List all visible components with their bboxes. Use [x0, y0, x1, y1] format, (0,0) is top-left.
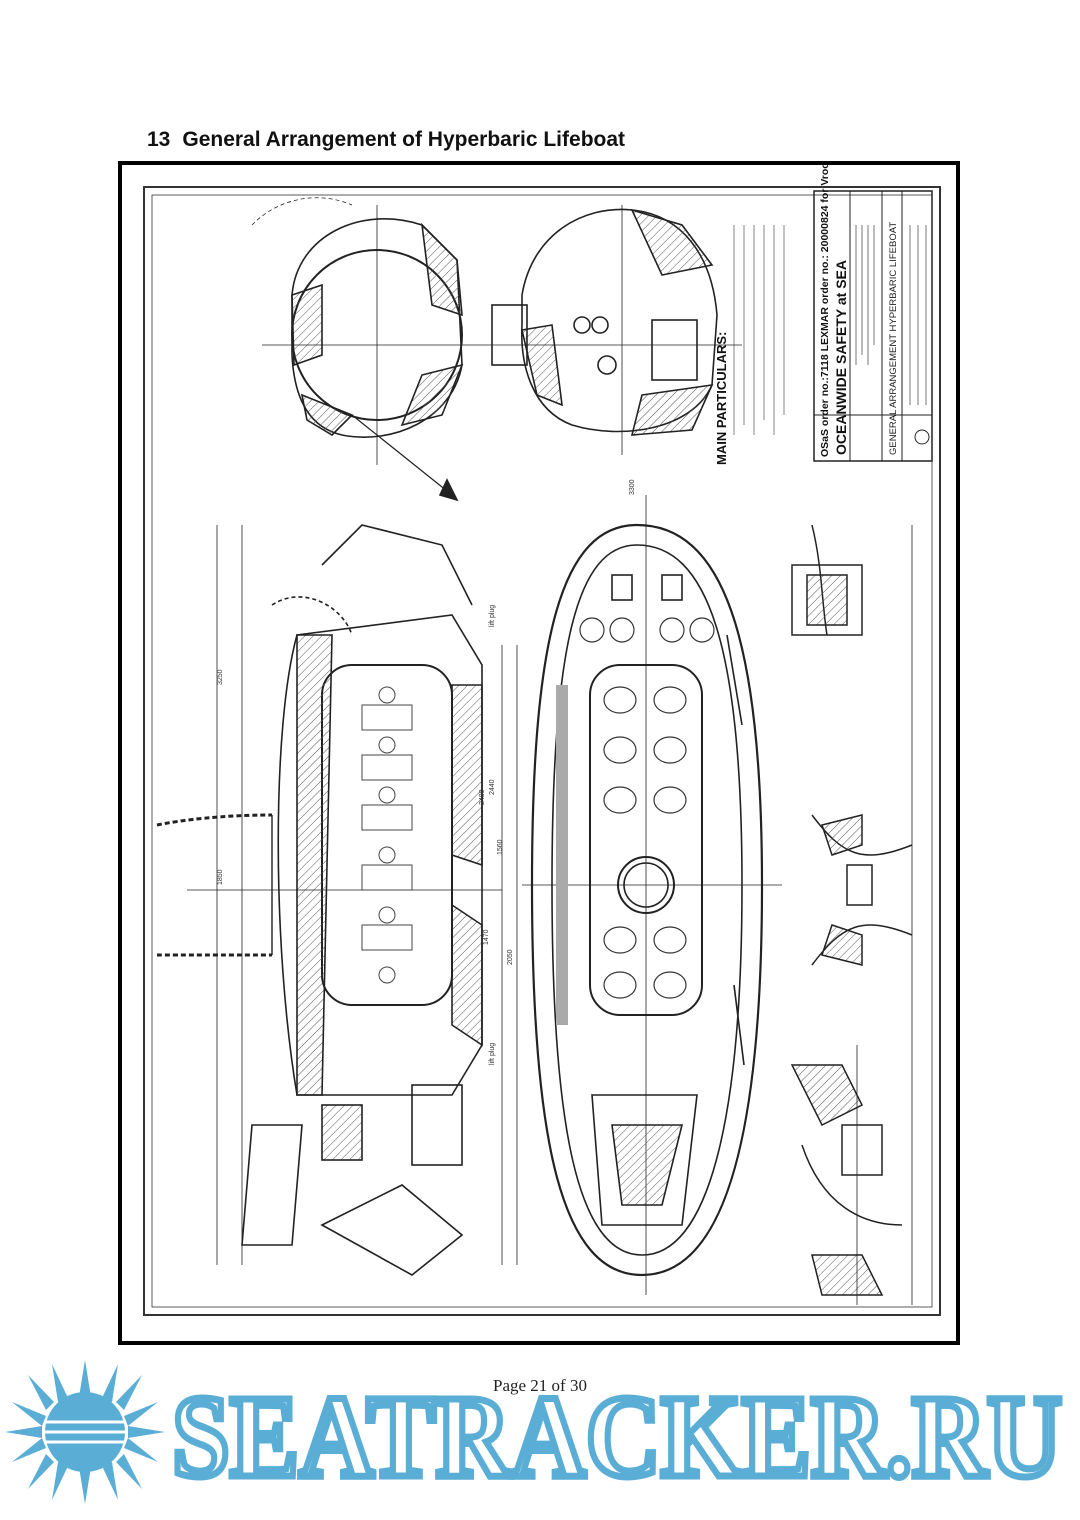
- dim-label: 1850: [217, 869, 224, 885]
- dim-label: 1470: [483, 929, 490, 945]
- drawing-title: GENERAL ARRANGEMENT HYPERBARIC LIFEBOAT: [888, 222, 899, 455]
- general-arrangement-drawing: OSaS order no.:7118 LEXMAR order no.: 20…: [143, 165, 941, 1316]
- dim-label: 2440: [489, 779, 496, 795]
- dim-label: 1560: [497, 839, 504, 855]
- particulars-lines: [733, 225, 785, 435]
- plan-view: [522, 495, 782, 1295]
- company-name: OCEANWIDE SAFETY at SEA: [833, 260, 849, 455]
- section-title: General Arrangement of Hyperbaric Lifebo…: [182, 128, 626, 151]
- section-heading: 13 General Arrangement of Hyperbaric Life…: [147, 128, 625, 152]
- seats-plan: [579, 617, 715, 999]
- detail-hatch-sections: [790, 524, 913, 1305]
- page-number: Page 21 of 30: [493, 1376, 587, 1395]
- cross-section-aft: [251, 197, 482, 502]
- dim-label: 2050: [507, 949, 514, 965]
- main-particulars-label: MAIN PARTICULARS:: [714, 332, 729, 465]
- side-elevation: [156, 524, 518, 1276]
- dim-label: 3300: [629, 479, 636, 495]
- dimension-labels: 3250 2480 2440 1560 2050 1470 1850 3300 …: [217, 479, 636, 1065]
- watermark: SEATRACKER.RU: [0, 1352, 1080, 1515]
- dim-label: 2480: [479, 789, 486, 805]
- cross-section-fwd: [482, 205, 742, 455]
- drawing-frame: OSaS order no.:7118 LEXMAR order no.: 20…: [118, 161, 960, 1345]
- lift-plug-label: lift plug: [489, 1043, 496, 1065]
- dim-label: 3250: [217, 669, 224, 685]
- order-line: OSaS order no.:7118 LEXMAR order no.: 20…: [819, 165, 831, 457]
- section-number: 13: [147, 128, 171, 151]
- lift-plug-label: lift plug: [489, 605, 496, 627]
- watermark-text: SEATRACKER.RU: [172, 1371, 1062, 1502]
- occupant-figures-side: [361, 686, 413, 984]
- title-block: OSaS order no.:7118 LEXMAR order no.: 20…: [813, 165, 933, 462]
- sun-logo-icon: [5, 1360, 165, 1504]
